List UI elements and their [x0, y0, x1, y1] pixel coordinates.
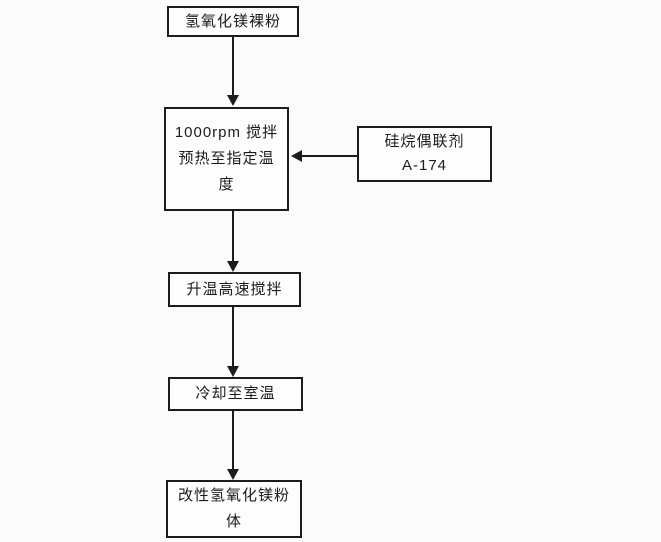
node-cool-room-temp: 冷却至室温	[168, 377, 303, 411]
arrow-cool-to-modified-shaft	[232, 411, 234, 470]
node-silane-agent-line1: 硅烷偶联剂	[384, 133, 465, 150]
arrow-silane-to-preheat-shaft	[302, 155, 357, 157]
node-modified-powder-line1: 改性氢氧化镁粉	[177, 487, 290, 504]
node-modified-powder: 改性氢氧化镁粉 体	[166, 480, 302, 538]
arrow-down-icon	[227, 95, 239, 106]
arrow-left-icon	[291, 150, 302, 162]
arrow-preheat-to-heatstir-shaft	[232, 211, 234, 263]
node-cool-room-temp-label: 冷却至室温	[195, 385, 276, 402]
arrow-down-icon	[227, 469, 239, 480]
arrow-heatstir-to-cool-shaft	[232, 307, 234, 367]
node-heat-stir-label: 升温高速搅拌	[186, 280, 283, 298]
node-heat-stir: 升温高速搅拌	[168, 272, 301, 307]
node-stir-preheat-line1: 1000rpm 搅拌	[174, 124, 279, 141]
node-modified-powder-line2: 体	[225, 513, 242, 530]
arrow-down-icon	[227, 261, 239, 272]
node-silane-agent: 硅烷偶联剂 A-174	[357, 126, 492, 182]
node-silane-agent-line2: A-174	[401, 157, 448, 174]
node-stir-preheat: 1000rpm 搅拌 预热至指定温 度	[164, 107, 289, 211]
node-raw-powder: 氢氧化镁裸粉	[167, 6, 299, 37]
arrow-raw-to-preheat-shaft	[232, 37, 234, 97]
node-stir-preheat-line3: 度	[218, 176, 235, 193]
node-raw-powder-label: 氢氧化镁裸粉	[184, 12, 281, 30]
arrow-down-icon	[227, 366, 239, 377]
node-stir-preheat-line2: 预热至指定温	[178, 150, 275, 167]
